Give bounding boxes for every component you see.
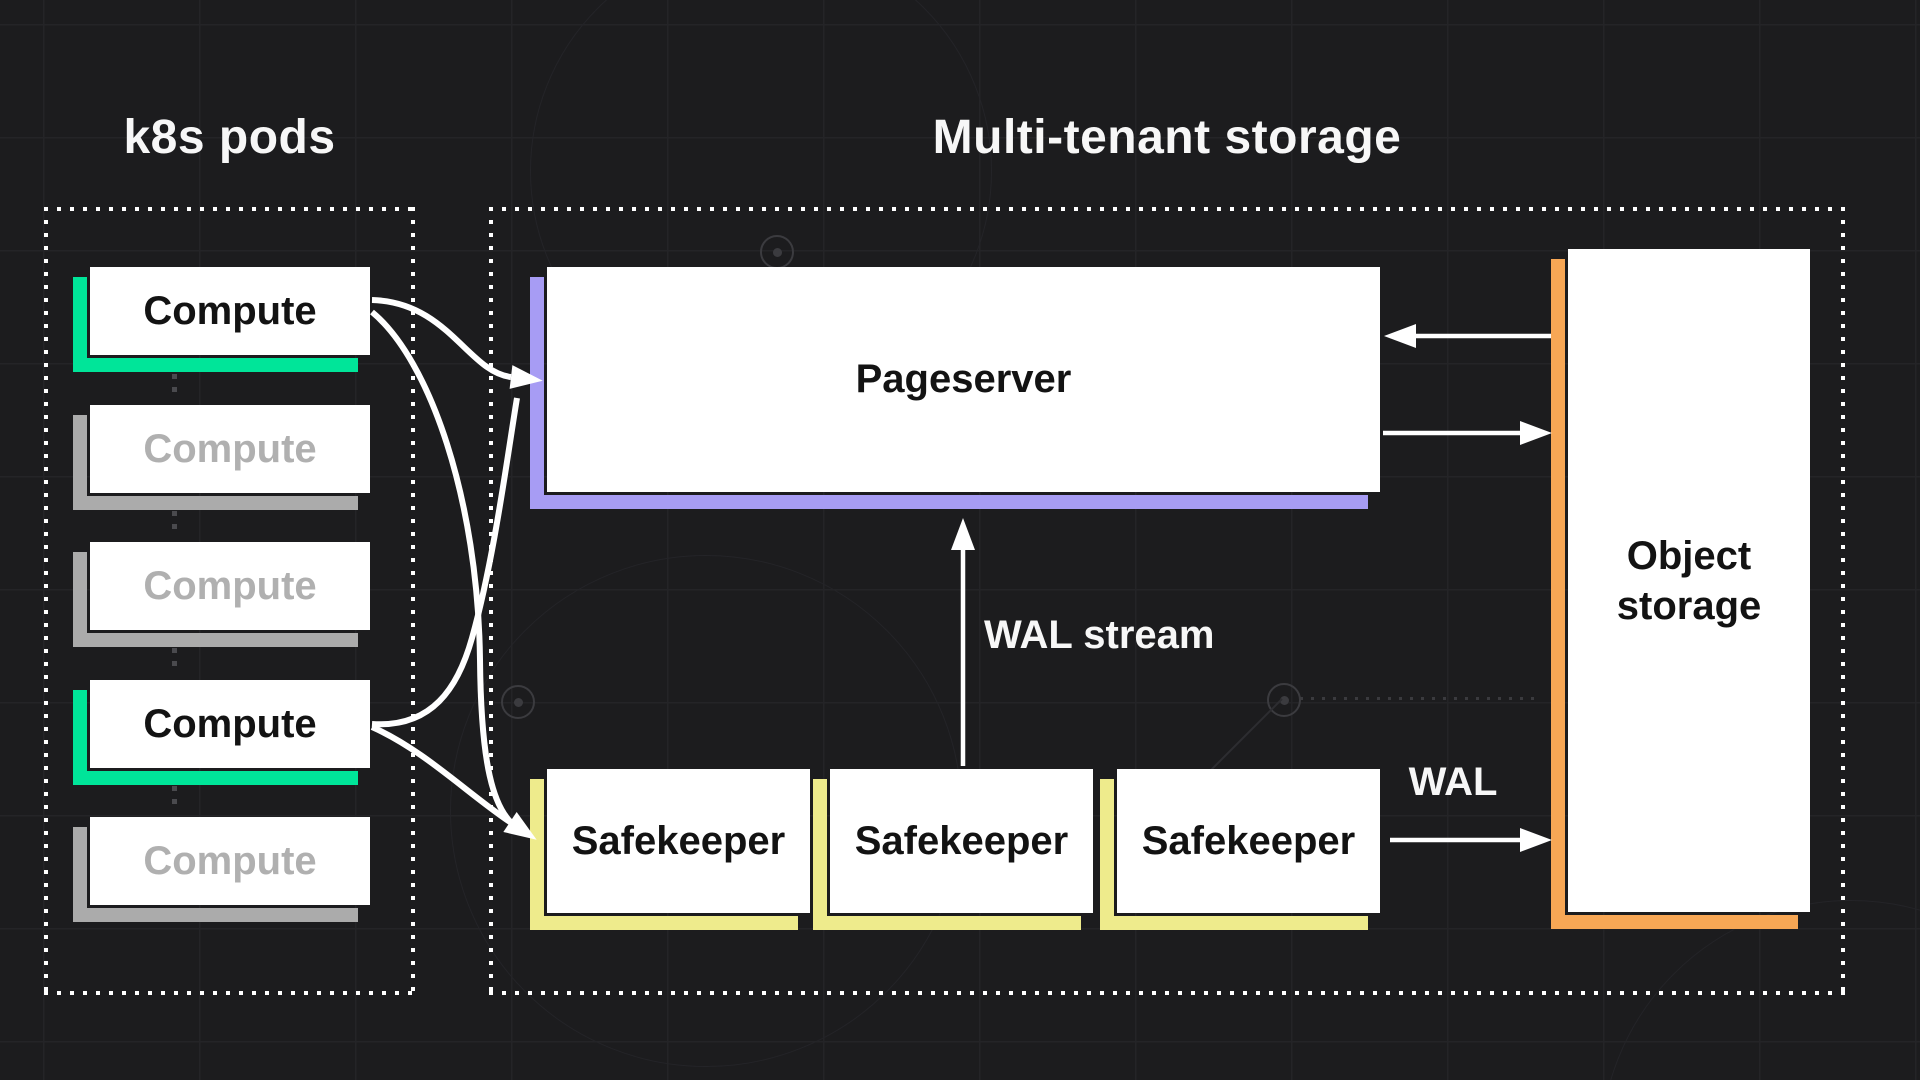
safekeeper-node-3: Safekeeper xyxy=(1100,769,1380,930)
compute-link-dot xyxy=(172,524,177,529)
compute-link-dot xyxy=(172,648,177,653)
safekeeper-node-1: Safekeeper xyxy=(530,769,810,930)
decor-crosshair-ring xyxy=(1267,683,1301,717)
wal-label: WAL xyxy=(1408,760,1498,804)
compute-link-dot xyxy=(172,511,177,516)
pageserver-node: Pageserver xyxy=(530,267,1380,509)
decor-dotted-line xyxy=(1300,697,1540,700)
frame-edge xyxy=(44,207,48,995)
frame-edge xyxy=(489,991,1845,995)
frame-edge xyxy=(489,207,493,995)
frame-edge xyxy=(44,207,415,211)
safekeeper-node-2: Safekeeper xyxy=(813,769,1093,930)
compute-node-4-active: Compute xyxy=(73,680,370,785)
object-storage-label: Object storage xyxy=(1616,533,1762,628)
compute-link-dot xyxy=(172,374,177,379)
object-storage-node: Object storage xyxy=(1551,249,1810,929)
compute-link-dot xyxy=(172,661,177,666)
compute-link-dot xyxy=(172,799,177,804)
compute-link-dot xyxy=(172,786,177,791)
compute-node-1-active: Compute xyxy=(73,267,370,372)
compute-node-3-inactive: Compute xyxy=(73,542,370,647)
frame-edge xyxy=(411,207,415,995)
frame-edge xyxy=(44,991,415,995)
multi-tenant-storage-title: Multi-tenant storage xyxy=(932,111,1402,164)
k8s-pods-title: k8s pods xyxy=(123,111,336,164)
frame-edge xyxy=(489,207,1845,211)
frame-edge xyxy=(1841,207,1845,995)
compute-node-2-inactive: Compute xyxy=(73,405,370,510)
compute-link-dot xyxy=(172,387,177,392)
wal-stream-label: WAL stream xyxy=(984,613,1215,657)
compute-node-5-inactive: Compute xyxy=(73,817,370,922)
